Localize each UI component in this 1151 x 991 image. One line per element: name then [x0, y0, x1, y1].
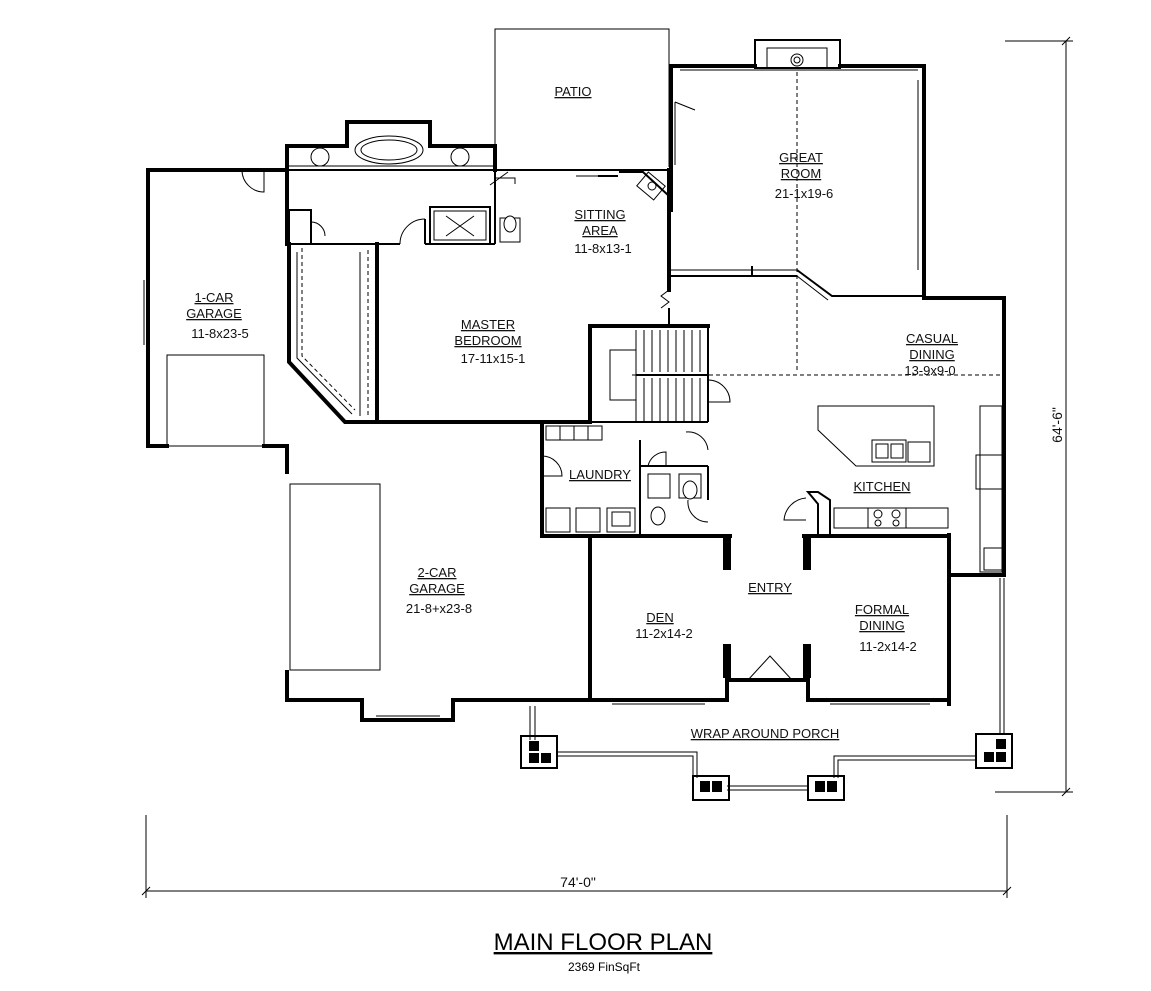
- plan-title: MAIN FLOOR PLAN: [494, 929, 713, 956]
- one-car-garage-label-line1: 1-CAR: [194, 290, 233, 305]
- width-dimension: [141, 815, 1012, 898]
- porch-post-1: [520, 735, 558, 769]
- one-car-garage-walls: [143, 168, 289, 448]
- sitting-area-label-line2: AREA: [582, 223, 618, 238]
- master-bedroom-walls: [375, 168, 671, 424]
- master-closet: [287, 242, 379, 424]
- depth-dimension: [995, 36, 1073, 797]
- master-bedroom-label-line2: BEDROOM: [454, 333, 521, 348]
- den-label: DEN: [646, 610, 673, 625]
- casual-dining-label-line2: DINING: [909, 347, 955, 362]
- stairs: [588, 324, 1000, 424]
- casual-dining-label-line1: CASUAL: [906, 331, 958, 346]
- two-car-garage-label-line1: 2-CAR: [417, 565, 456, 580]
- plan-subtitle: 2369 FinSqFt: [568, 960, 641, 974]
- entry-label: ENTRY: [748, 580, 792, 595]
- porch-post-2: [692, 775, 730, 801]
- formal-dining-size: 11-2x14-2: [859, 639, 917, 654]
- great-room-label-line1: GREAT: [779, 150, 823, 165]
- master-bath: [285, 120, 669, 246]
- kitchen-fixtures: [783, 405, 1005, 573]
- patio-label: PATIO: [554, 84, 591, 99]
- east-walls: [922, 296, 1006, 706]
- one-car-garage-size: 11-8x23-5: [191, 326, 249, 341]
- master-bedroom-size: 17-11x15-1: [461, 351, 526, 366]
- stair-treads: [609, 330, 1000, 422]
- sitting-area-label-line1: SITTING: [574, 207, 625, 222]
- great-room-label-line2: ROOM: [781, 166, 821, 181]
- casual-dining-size: 13-9x9-0: [904, 363, 955, 378]
- two-car-garage-size: 21-8+x23-8: [406, 601, 472, 616]
- porch: [520, 578, 1013, 801]
- master-bedroom-label-line1: MASTER: [461, 317, 515, 332]
- porch-label: WRAP AROUND PORCH: [691, 726, 840, 741]
- kitchen-label: KITCHEN: [853, 479, 910, 494]
- formal-dining-label-line2: DINING: [859, 618, 905, 633]
- laundry-label: LAUNDRY: [569, 467, 631, 482]
- porch-post-4: [975, 733, 1013, 769]
- den-size: 11-2x14-2: [635, 626, 693, 641]
- porch-post-3: [807, 775, 845, 801]
- two-car-garage-walls: [285, 444, 592, 722]
- one-car-garage-label-line2: GARAGE: [186, 306, 242, 321]
- two-car-garage-label-line2: GARAGE: [409, 581, 465, 596]
- width-dimension-label: 74'-0": [560, 874, 596, 890]
- great-room-walls: [669, 39, 926, 370]
- great-room-size: 21-1x19-6: [775, 186, 834, 201]
- sitting-area-size: 11-8x13-1: [574, 241, 632, 256]
- depth-dimension-label: 64'-6": [1049, 407, 1065, 443]
- formal-dining-label-line1: FORMAL: [855, 602, 909, 617]
